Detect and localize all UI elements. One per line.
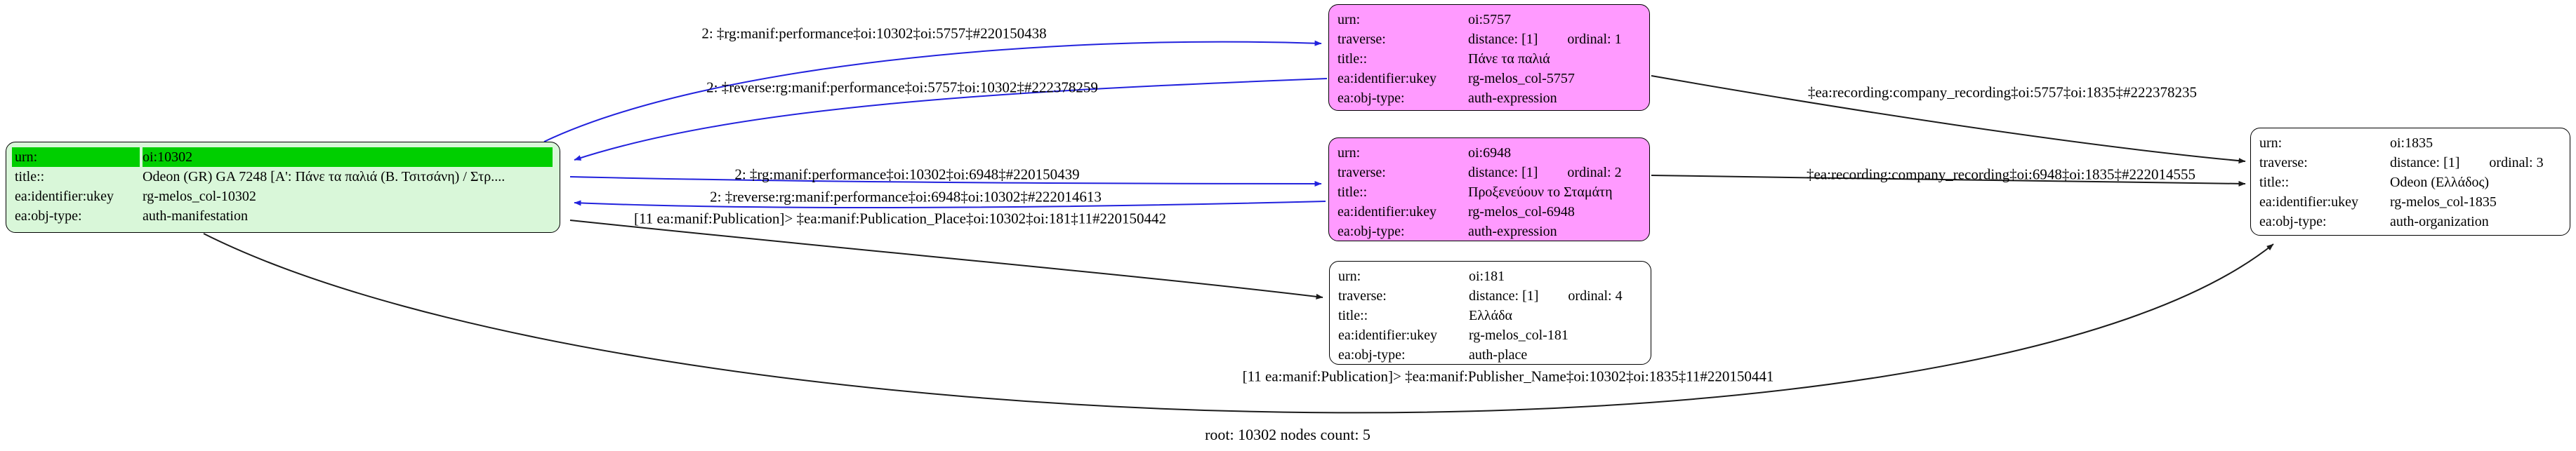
traverse-distance: distance: [1]: [2390, 155, 2460, 170]
field-value-urn: oi:1835: [2390, 135, 2433, 151]
node-row-objtype: ea:obj-type: auth-expression: [1337, 88, 1642, 108]
node-row-objtype: ea:obj-type: auth-expression: [1337, 222, 1642, 241]
node-row-urn: urn: oi:1835: [2259, 133, 2563, 153]
edge-label-performance-root-6948: 2: ‡rg:manif:performance‡oi:10302‡oi:694…: [734, 166, 1080, 183]
field-value-ukey: rg-melos_col-181: [1469, 328, 1568, 343]
field-value-objtype: auth-organization: [2390, 214, 2489, 229]
traverse-ordinal: ordinal: 2: [1567, 165, 1622, 180]
node-row-title: title:: Πάνε τα παλιά: [1337, 49, 1642, 69]
traverse-distance: distance: [1]: [1468, 32, 1538, 47]
node-row-traverse: traverse: distance: [1] ordinal: 1: [1337, 29, 1642, 49]
node-row-ukey: ea:identifier:ukey rg-melos_col-10302: [15, 187, 553, 206]
node-row-ukey: ea:identifier:ukey rg-melos_col-5757: [1337, 69, 1642, 88]
field-value-ukey: rg-melos_col-5757: [1468, 71, 1575, 86]
field-label-ukey: ea:identifier:ukey: [1337, 71, 1437, 86]
edge-label-reverse-6948-root: 2: ‡reverse:rg:manif:performance‡oi:6948…: [710, 188, 1102, 206]
node-row-traverse: traverse: distance: [1] ordinal: 3: [2259, 153, 2563, 173]
field-label-objtype: ea:obj-type:: [2259, 214, 2327, 229]
edge-publisher-name-root-1835: [203, 233, 2274, 414]
field-label-title: title::: [15, 169, 45, 184]
field-value-objtype: auth-expression: [1468, 224, 1557, 239]
field-label-traverse: traverse:: [1338, 288, 1387, 304]
node-row-urn: urn: oi:181: [1338, 267, 1644, 286]
node-oi-10302[interactable]: urn: oi:10302 title:: Odeon (GR) GA 7248…: [6, 142, 560, 233]
field-label-ukey: ea:identifier:ukey: [1337, 204, 1437, 220]
field-label-objtype: ea:obj-type:: [1337, 224, 1405, 239]
field-value-title: Πάνε τα παλιά: [1468, 51, 1550, 67]
field-label-urn: urn:: [1337, 12, 1361, 27]
edge-performance-root-5757: [543, 40, 1322, 142]
field-value-objtype: auth-expression: [1468, 90, 1557, 106]
edge-label-performance-root-5757: 2: ‡rg:manif:performance‡oi:10302‡oi:575…: [701, 25, 1047, 42]
edge-label-company-recording-6948: ‡ea:recording:company_recording‡oi:6948‡…: [1806, 166, 2196, 183]
field-label-urn: urn:: [2259, 135, 2283, 151]
field-value-title: Ελλάδα: [1469, 308, 1512, 323]
traverse-distance: distance: [1]: [1468, 165, 1538, 180]
field-label-objtype: ea:obj-type:: [1338, 347, 1406, 363]
field-value-title: Odeon (Ελλάδος): [2390, 175, 2490, 190]
node-oi-6948[interactable]: urn: oi:6948 traverse: distance: [1] ordi…: [1328, 137, 1650, 241]
node-row-title: title:: Ελλάδα: [1338, 306, 1644, 325]
field-value-title: Odeon (GR) GA 7248 [Α': Πάνε τα παλιά (Β…: [143, 169, 506, 184]
node-oi-181[interactable]: urn: oi:181 traverse: distance: [1] ordin…: [1329, 261, 1651, 365]
field-value-urn: oi:181: [1469, 269, 1505, 284]
node-row-traverse: traverse: distance: [1] ordinal: 4: [1338, 286, 1644, 306]
field-value-ukey: rg-melos_col-10302: [143, 189, 256, 204]
field-label-traverse: traverse:: [2259, 155, 2308, 170]
field-label-title: title::: [2259, 175, 2290, 190]
node-row-urn: urn: oi:5757: [1337, 10, 1642, 29]
node-row-urn: urn: oi:6948: [1337, 143, 1642, 163]
edge-publication-place-root-181: [569, 220, 1323, 299]
edge-reverse-6948-root: [574, 200, 1326, 208]
edge-reverse-5757-root: [574, 78, 1328, 161]
node-row-traverse: traverse: distance: [1] ordinal: 2: [1337, 163, 1642, 182]
field-label-title: title::: [1337, 51, 1368, 67]
field-label-title: title::: [1337, 184, 1368, 200]
edge-label-company-recording-5757: ‡ea:recording:company_recording‡oi:5757‡…: [1807, 83, 2198, 101]
field-label-urn: urn:: [1338, 269, 1361, 284]
field-label-objtype: ea:obj-type:: [15, 208, 82, 224]
node-row-objtype: ea:obj-type: auth-organization: [2259, 212, 2563, 231]
node-row-objtype: ea:obj-type: auth-manifestation: [15, 206, 553, 226]
node-row-objtype: ea:obj-type: auth-place: [1338, 345, 1644, 365]
node-row-urn: urn: oi:10302: [12, 147, 553, 167]
node-row-ukey: ea:identifier:ukey rg-melos_col-1835: [2259, 192, 2563, 212]
field-value-urn: oi:6948: [1468, 145, 1512, 161]
traverse-ordinal: ordinal: 4: [1568, 288, 1623, 304]
field-value-urn: oi:5757: [1468, 12, 1512, 27]
field-label-ukey: ea:identifier:ukey: [15, 189, 114, 204]
field-value-objtype: auth-manifestation: [143, 208, 248, 224]
node-row-title: title:: Odeon (Ελλάδος): [2259, 173, 2563, 192]
node-oi-1835[interactable]: urn: oi:1835 traverse: distance: [1] ordi…: [2250, 128, 2570, 236]
traverse-ordinal: ordinal: 3: [2489, 155, 2544, 170]
edge-label-publication-place-181: [11 ea:manif:Publication]> ‡ea:manif:Pub…: [634, 210, 1166, 227]
field-label-traverse: traverse:: [1337, 165, 1386, 180]
node-oi-5757[interactable]: urn: oi:5757 traverse: distance: [1] ordi…: [1328, 4, 1650, 111]
node-row-ukey: ea:identifier:ukey rg-melos_col-6948: [1337, 202, 1642, 222]
field-label-urn: urn:: [1337, 145, 1361, 161]
field-label-title: title::: [1338, 308, 1368, 323]
traverse-ordinal: ordinal: 1: [1567, 32, 1622, 47]
field-label-traverse: traverse:: [1337, 32, 1386, 47]
field-value-urn: oi:10302: [143, 147, 553, 167]
edge-label-publisher-name-1835: [11 ea:manif:Publication]> ‡ea:manif:Pub…: [1242, 368, 1774, 385]
field-label-ukey: ea:identifier:ukey: [2259, 194, 2359, 210]
graph-root-footer-label: root: 10302 nodes count: 5: [1205, 426, 1370, 443]
traverse-distance: distance: [1]: [1469, 288, 1539, 304]
node-row-title: title:: Προξενεύουν το Σταμάτη: [1337, 182, 1642, 202]
field-label-urn: urn:: [12, 147, 140, 167]
field-label-ukey: ea:identifier:ukey: [1338, 328, 1438, 343]
edge-label-reverse-5757-root: 2: ‡reverse:rg:manif:performance‡oi:5757…: [706, 79, 1098, 96]
edge-company-recording-5757-1835: [1651, 75, 2246, 164]
node-row-title: title:: Odeon (GR) GA 7248 [Α': Πάνε τα …: [15, 167, 553, 187]
field-value-ukey: rg-melos_col-1835: [2390, 194, 2497, 210]
field-label-objtype: ea:obj-type:: [1337, 90, 1405, 106]
field-value-title: Προξενεύουν το Σταμάτη: [1468, 184, 1613, 200]
field-value-objtype: auth-place: [1469, 347, 1528, 363]
edge-company-recording-6948-1835: [1651, 175, 2246, 187]
field-value-ukey: rg-melos_col-6948: [1468, 204, 1575, 220]
node-row-ukey: ea:identifier:ukey rg-melos_col-181: [1338, 325, 1644, 345]
edge-performance-root-6948: [569, 176, 1322, 187]
